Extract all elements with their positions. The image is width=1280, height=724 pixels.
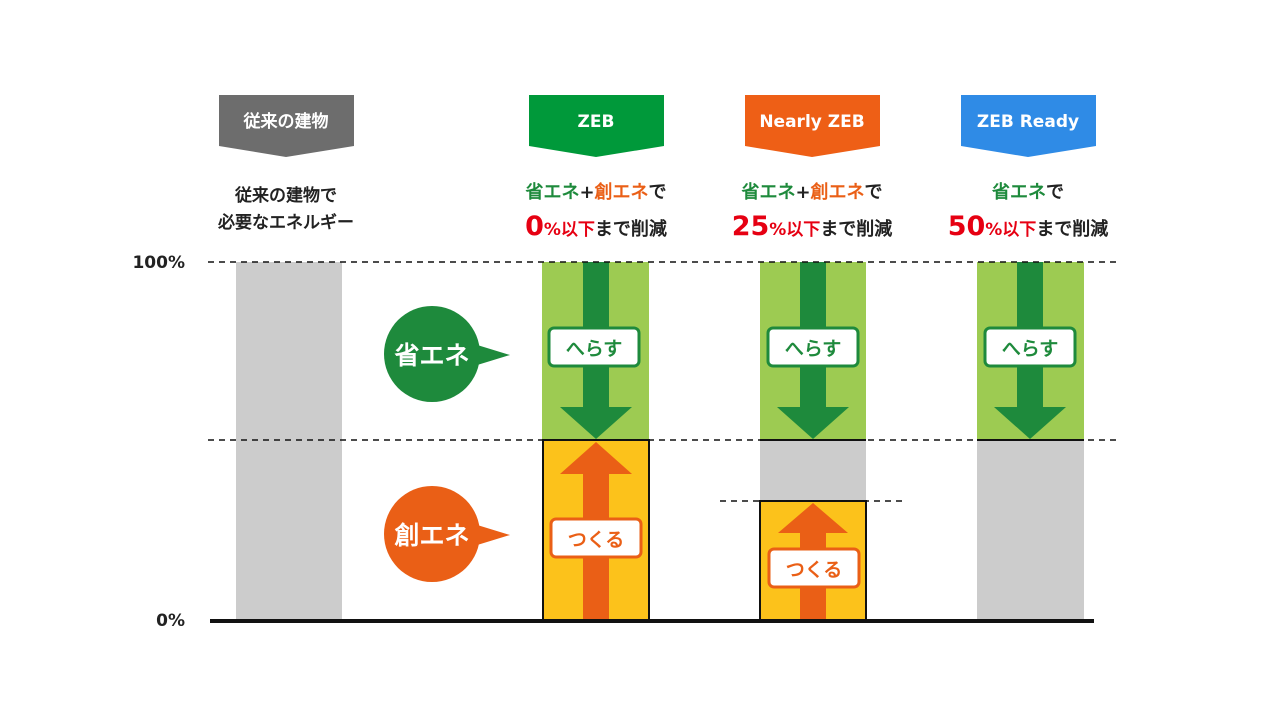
legend-save-label: 省エネ — [393, 341, 469, 370]
zeb-ready-column — [977, 262, 1084, 621]
nearly-zeb-reduce-label-text: へらす — [785, 338, 842, 360]
zeb-ready-reduce-label-box — [983, 326, 1077, 368]
zeb-ready-remaining-consumption — [977, 440, 1084, 621]
nearly-zeb-reduce-label: へらす — [766, 326, 860, 368]
zeb-reduce-label-text: へらす — [566, 338, 623, 360]
caption-zeb-de: で — [648, 182, 667, 203]
header-label-zeb: ZEB — [578, 112, 615, 132]
caption-nearly-zeb-create: 創エネ — [810, 182, 865, 203]
zeb-column — [542, 262, 650, 622]
caption-nearly-zeb-save: 省エネ — [741, 182, 796, 203]
legend-create-label: 創エネ — [394, 521, 469, 550]
caption-zeb: 省エネ+創エネで 0%以下まで削減 — [486, 176, 706, 247]
caption-nearly-zeb-plus: + — [795, 182, 811, 203]
header-banner-zeb-ready — [961, 95, 1096, 157]
header-label-zeb-ready: ZEB Ready — [977, 112, 1079, 132]
legend-save-circle — [384, 306, 480, 402]
caption-conventional-line2: 必要なエネルギー — [218, 213, 354, 233]
legend-create: 創エネ — [384, 486, 510, 582]
conventional-energy-bar — [236, 262, 342, 621]
caption-zeb-create: 創エネ — [594, 182, 649, 203]
header-banner-conventional — [219, 95, 354, 157]
zeb-reduce-label: へらす — [547, 326, 641, 368]
header-nearly-zeb: Nearly ZEB — [745, 95, 880, 157]
nearly-zeb-create-label-box — [767, 547, 861, 589]
header-zeb: ZEB — [529, 95, 664, 157]
caption-conventional-line1: 従来の建物で — [235, 186, 337, 206]
header-conventional: 従来の建物 — [219, 95, 354, 157]
caption-nearly-zeb-pct: %以下 — [769, 220, 821, 240]
caption-zeb-num: 0 — [525, 211, 544, 242]
caption-zeb-rest: まで削減 — [594, 219, 667, 240]
nearly-zeb-remaining-consumption — [760, 440, 866, 501]
caption-zeb-ready-pct: %以下 — [985, 220, 1037, 240]
caption-nearly-zeb-rest: まで削減 — [820, 219, 893, 240]
zeb-ready-reduce-label-text: へらす — [1002, 338, 1059, 360]
legend-create-pointer — [474, 524, 510, 546]
header-label-conventional: 従来の建物 — [243, 111, 329, 132]
nearly-zeb-create-label-text: つくる — [786, 559, 843, 581]
caption-zeb-plus: + — [579, 182, 595, 203]
zeb-create-label-text: つくる — [568, 529, 625, 551]
caption-zeb-ready-num: 50 — [947, 211, 986, 242]
legend-create-circle — [384, 486, 480, 582]
legend-save-pointer — [474, 344, 510, 366]
header-zeb-ready: ZEB Ready — [961, 95, 1096, 157]
zeb-create-label: つくる — [549, 517, 643, 559]
caption-zeb-ready-save: 省エネ — [992, 182, 1046, 203]
axis-label-100: 100% — [132, 253, 185, 273]
caption-zeb-ready: 省エネで 50%以下まで削減 — [918, 176, 1138, 247]
caption-zeb-pct: %以下 — [543, 220, 595, 240]
header-label-nearly-zeb: Nearly ZEB — [759, 112, 864, 132]
nearly-zeb-reduce-label-box — [766, 326, 860, 368]
legend-save: 省エネ — [384, 306, 510, 402]
caption-zeb-ready-rest: まで削減 — [1036, 219, 1109, 240]
caption-zeb-save: 省エネ — [525, 182, 580, 203]
zeb-reduce-label-box — [547, 326, 641, 368]
header-banner-zeb — [529, 95, 664, 157]
nearly-zeb-create-label: つくる — [767, 547, 861, 589]
caption-zeb-ready-de: で — [1046, 182, 1064, 203]
zeb-ready-reduce-label: へらす — [983, 326, 1077, 368]
header-banner-nearly-zeb — [745, 95, 880, 157]
zeb-create-label-box — [549, 517, 643, 559]
axis-label-0: 0% — [156, 611, 185, 631]
caption-conventional: 従来の建物で 必要なエネルギー — [196, 183, 376, 237]
caption-nearly-zeb: 省エネ+創エネで 25%以下まで削減 — [702, 176, 922, 247]
caption-nearly-zeb-num: 25 — [731, 211, 770, 242]
caption-nearly-zeb-de: で — [864, 182, 883, 203]
